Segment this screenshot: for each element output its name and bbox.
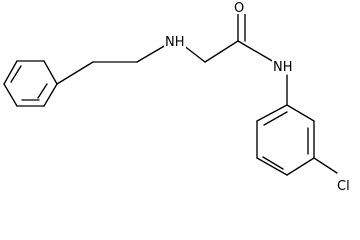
amide-nh-label: NH	[273, 60, 293, 75]
atom-amine-nitrogen: NH	[164, 34, 186, 50]
glycine-backbone	[182, 12, 288, 106]
atom-amide-nitrogen: NH	[272, 59, 294, 75]
ethyl-linker	[56, 44, 167, 85]
atom-oxygen: O	[234, 0, 248, 16]
phenyl-ring	[3, 60, 58, 107]
chlorine-label: Cl	[337, 179, 350, 194]
chlorophenyl-ring	[256, 104, 338, 176]
molecule-diagram: O NH NH Cl	[3, 0, 352, 194]
atom-chlorine: Cl	[336, 177, 352, 194]
amine-nh-label: NH	[165, 35, 185, 50]
oxygen-label: O	[234, 1, 244, 16]
